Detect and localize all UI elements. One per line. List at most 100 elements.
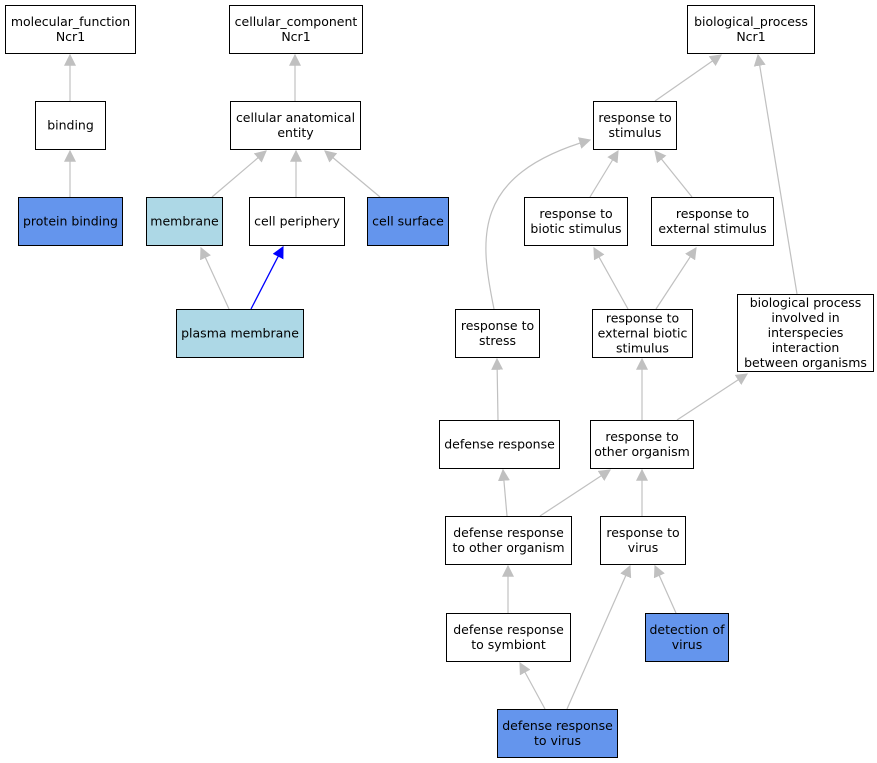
node-box xyxy=(455,309,540,358)
node-label-line: membrane xyxy=(150,214,219,229)
node-box xyxy=(593,101,677,150)
node-box xyxy=(249,197,345,246)
node-label-line: involved in xyxy=(771,310,839,325)
node-label-line: between organisms xyxy=(744,355,867,370)
node-label-line: to other organism xyxy=(452,540,564,555)
node-label-line: molecular_function xyxy=(11,14,130,29)
edge-resp-stimulus-to-bp xyxy=(654,54,722,102)
node-plasma-membrane[interactable]: plasma membrane xyxy=(176,309,304,358)
edge-def-other-org-to-resp-other-org xyxy=(539,469,612,517)
node-label-line: Ncr1 xyxy=(736,29,765,44)
node-defense-response[interactable]: defense response xyxy=(439,420,560,469)
node-label-line: response to xyxy=(539,206,612,221)
node-box xyxy=(645,613,729,662)
node-box xyxy=(592,309,693,358)
edges-layer xyxy=(64,53,798,710)
node-box xyxy=(687,5,815,54)
node-box xyxy=(146,197,223,246)
node-label-line: biological_process xyxy=(694,14,808,29)
node-label-line: stimulus xyxy=(616,341,669,356)
edge-resp-external-to-resp-stimulus xyxy=(654,150,693,198)
node-label-line: biotic stimulus xyxy=(530,221,621,236)
node-label-line: defense response xyxy=(453,525,564,540)
node-box xyxy=(497,709,618,758)
edge-membrane-to-cae xyxy=(211,150,267,198)
node-label-line: interspecies xyxy=(768,325,844,340)
node-box xyxy=(230,101,361,150)
edge-detection-virus-to-resp-virus xyxy=(653,564,677,614)
node-cell-periphery[interactable]: cell periphery xyxy=(249,197,345,246)
edge-defense-response-to-resp-stress xyxy=(491,357,504,421)
node-box xyxy=(229,5,363,54)
node-binding[interactable]: binding xyxy=(35,101,106,150)
node-label-line: Ncr1 xyxy=(281,29,310,44)
node-box xyxy=(600,516,686,565)
node-box xyxy=(35,101,106,150)
node-label-line: cell surface xyxy=(372,214,444,229)
node-label-line: defense response xyxy=(502,718,613,733)
node-label-line: cell periphery xyxy=(254,214,340,229)
node-label-line: external biotic xyxy=(598,326,688,341)
node-cell-surface[interactable]: cell surface xyxy=(367,197,449,246)
node-box xyxy=(439,420,560,469)
node-box xyxy=(590,420,694,469)
edge-plasma-membrane-to-membrane xyxy=(200,246,230,310)
node-label-line: interaction xyxy=(772,340,840,355)
node-label-line: entity xyxy=(277,125,314,140)
edge-resp-ext-biotic-to-resp-biotic xyxy=(593,246,629,310)
node-label-line: response to xyxy=(606,525,679,540)
node-label-line: to symbiont xyxy=(471,637,546,652)
node-label-line: virus xyxy=(672,637,702,652)
node-label-line: stimulus xyxy=(609,125,662,140)
edge-resp-stress-to-resp-stimulus xyxy=(485,137,592,310)
node-box xyxy=(445,516,572,565)
node-label-line: response to xyxy=(676,206,749,221)
edge-def-virus-to-def-symbiont xyxy=(519,661,546,710)
node-label-line: Ncr1 xyxy=(56,29,85,44)
node-label-line: plasma membrane xyxy=(181,326,299,341)
node-label-line: response to xyxy=(598,110,671,125)
node-label-line: external stimulus xyxy=(658,221,766,236)
node-box xyxy=(176,309,304,358)
node-label-line: other organism xyxy=(594,444,690,459)
node-label-line: cellular_component xyxy=(235,14,358,29)
node-box xyxy=(524,197,628,246)
node-box xyxy=(446,613,571,662)
node-label-line: detection of xyxy=(649,622,725,637)
edge-cell-surface-to-cae xyxy=(324,150,381,198)
node-label-line: stress xyxy=(479,333,516,348)
edge-def-virus-to-resp-virus xyxy=(566,564,632,710)
node-label-line: cellular anatomical xyxy=(236,110,355,125)
edge-def-other-org-to-defense-response xyxy=(497,468,510,517)
node-label-line: defense response xyxy=(453,622,564,637)
node-box xyxy=(651,197,774,246)
node-protein-binding[interactable]: protein binding xyxy=(18,197,123,246)
node-box xyxy=(5,5,136,54)
edge-bp-interspecies-to-bp xyxy=(753,53,798,295)
node-label-line: protein binding xyxy=(23,214,118,229)
node-box xyxy=(18,197,123,246)
node-label-line: defense response xyxy=(444,437,555,452)
node-box xyxy=(737,294,874,372)
node-label-line: to virus xyxy=(534,733,581,748)
node-membrane[interactable]: membrane xyxy=(146,197,223,246)
node-label-line: virus xyxy=(628,540,658,555)
